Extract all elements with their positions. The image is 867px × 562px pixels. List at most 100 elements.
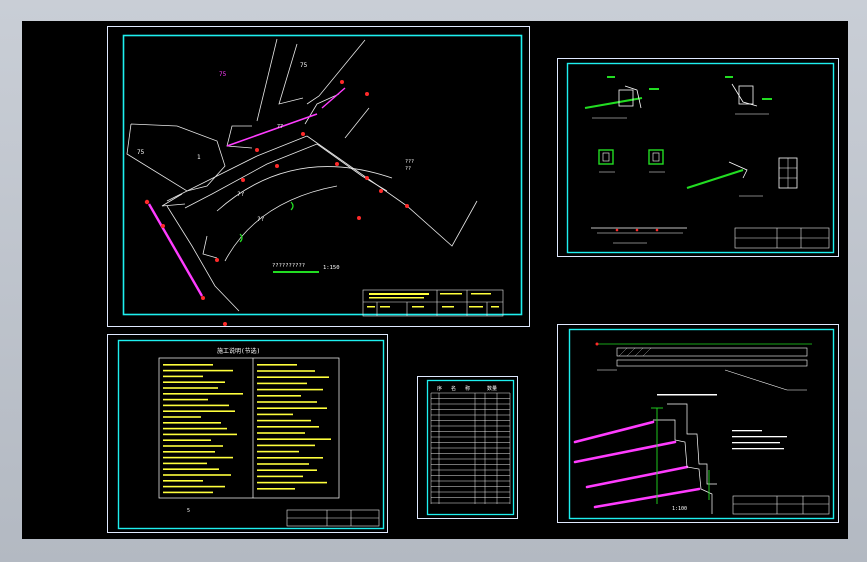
note-line <box>163 422 221 424</box>
terrain-lines <box>126 38 478 312</box>
note-line <box>257 432 305 434</box>
material-table-header: 序 名 称 数量 <box>437 385 497 392</box>
title-block <box>732 495 830 515</box>
note-line <box>163 456 233 459</box>
detail-section-c <box>598 149 665 173</box>
green-markers <box>239 201 294 243</box>
anchor-bolts <box>573 420 701 509</box>
note-line <box>257 426 319 428</box>
scale-bar: ?????????? 1:150 <box>272 263 340 273</box>
parcel-label: 75 <box>137 149 145 156</box>
note-line <box>257 364 297 366</box>
note-line <box>257 407 327 409</box>
parcel-label: 77 <box>277 124 283 130</box>
note-line <box>163 393 243 395</box>
parcel-label: ?? <box>237 191 245 198</box>
detail-section-d <box>686 157 798 197</box>
sheet-border <box>557 324 839 523</box>
notes-heading: 施工说明(节选) <box>217 347 260 355</box>
note-line <box>257 401 317 403</box>
note-line <box>163 491 213 494</box>
detail-sheet[interactable] <box>557 58 839 257</box>
note-line <box>163 404 229 407</box>
header-cell: 数量 <box>487 385 497 392</box>
note-line <box>257 376 329 378</box>
note-line <box>163 468 219 470</box>
detail-section-b <box>725 76 772 115</box>
longitudinal-section <box>597 343 812 391</box>
note-line <box>163 445 223 447</box>
retaining-wall <box>653 403 717 514</box>
parcel-label: 1 <box>197 154 201 161</box>
note-line <box>163 427 227 430</box>
note-line <box>257 488 295 490</box>
page-number: 5 <box>187 508 190 514</box>
parcel-label: ??? <box>405 159 414 165</box>
scale-ratio: 1:150 <box>323 265 340 271</box>
section-caption: 1:100 <box>672 506 687 512</box>
title-block-text <box>367 293 499 308</box>
sheet-border <box>107 334 388 533</box>
table-sheet[interactable]: 序 名 称 数量 <box>417 376 518 519</box>
note-line <box>163 485 225 488</box>
note-line <box>257 444 315 447</box>
note-line <box>163 369 233 372</box>
note-line <box>257 450 299 453</box>
drawing-frame <box>122 34 523 316</box>
note-line <box>163 439 211 441</box>
note-line <box>163 416 201 418</box>
title-block <box>734 227 830 249</box>
sheet-border <box>417 376 518 519</box>
drawing-frame <box>566 62 835 254</box>
note-line <box>257 370 315 372</box>
title-block <box>362 289 504 317</box>
note-line <box>163 451 215 453</box>
note-line <box>163 398 208 401</box>
section-dims <box>595 342 717 396</box>
note-line <box>257 438 331 440</box>
note-line <box>257 481 327 484</box>
section-hatch <box>618 347 652 357</box>
title-block <box>286 509 380 527</box>
header-cell: 名 <box>451 385 456 392</box>
note-line <box>163 381 225 383</box>
detail-section-a <box>584 76 659 119</box>
note-line <box>163 364 213 366</box>
note-line <box>257 457 323 459</box>
notes-sheet[interactable]: 施工说明(节选) 5 <box>107 334 388 533</box>
note-line <box>163 433 237 436</box>
scale-caption: ?????????? <box>272 263 305 269</box>
drawing-frame <box>426 379 515 516</box>
note-line <box>163 462 207 465</box>
site-access-road <box>147 87 346 297</box>
note-line <box>163 410 235 412</box>
note-line <box>163 375 203 378</box>
notes-text-block <box>163 364 331 494</box>
note-line <box>257 463 309 465</box>
parcel-label: ?? <box>257 216 265 223</box>
survey-points <box>144 80 409 326</box>
parcel-label: 75 <box>300 62 308 69</box>
note-line <box>257 382 307 385</box>
parcel-label: 75 <box>219 71 227 78</box>
note-line <box>257 413 293 416</box>
header-cell: 称 <box>465 385 470 392</box>
section-sheet[interactable]: 1:100 <box>557 324 839 523</box>
material-table-grid <box>430 392 511 504</box>
sheet-border <box>557 58 839 257</box>
section-green-lines <box>651 407 710 504</box>
note-line <box>163 474 231 476</box>
header-cell: 序 <box>437 385 442 392</box>
note-line <box>163 387 218 389</box>
note-line <box>163 480 203 482</box>
drawing-frame <box>117 339 385 530</box>
site-plan-sheet[interactable]: 75 75 75 1 77 ?? ?? ??? ?? ?????????? 1:… <box>107 26 530 327</box>
note-line <box>257 419 311 422</box>
drawing-frame <box>568 328 835 520</box>
plan-annotations: 75 75 75 1 77 ?? ?? ??? ?? <box>137 62 414 223</box>
note-line <box>257 469 317 471</box>
note-line <box>257 388 323 391</box>
notes-table <box>158 357 340 499</box>
cad-model-space: 75 75 75 1 77 ?? ?? ??? ?? ?????????? 1:… <box>22 21 848 539</box>
detail-section-e <box>591 227 687 244</box>
